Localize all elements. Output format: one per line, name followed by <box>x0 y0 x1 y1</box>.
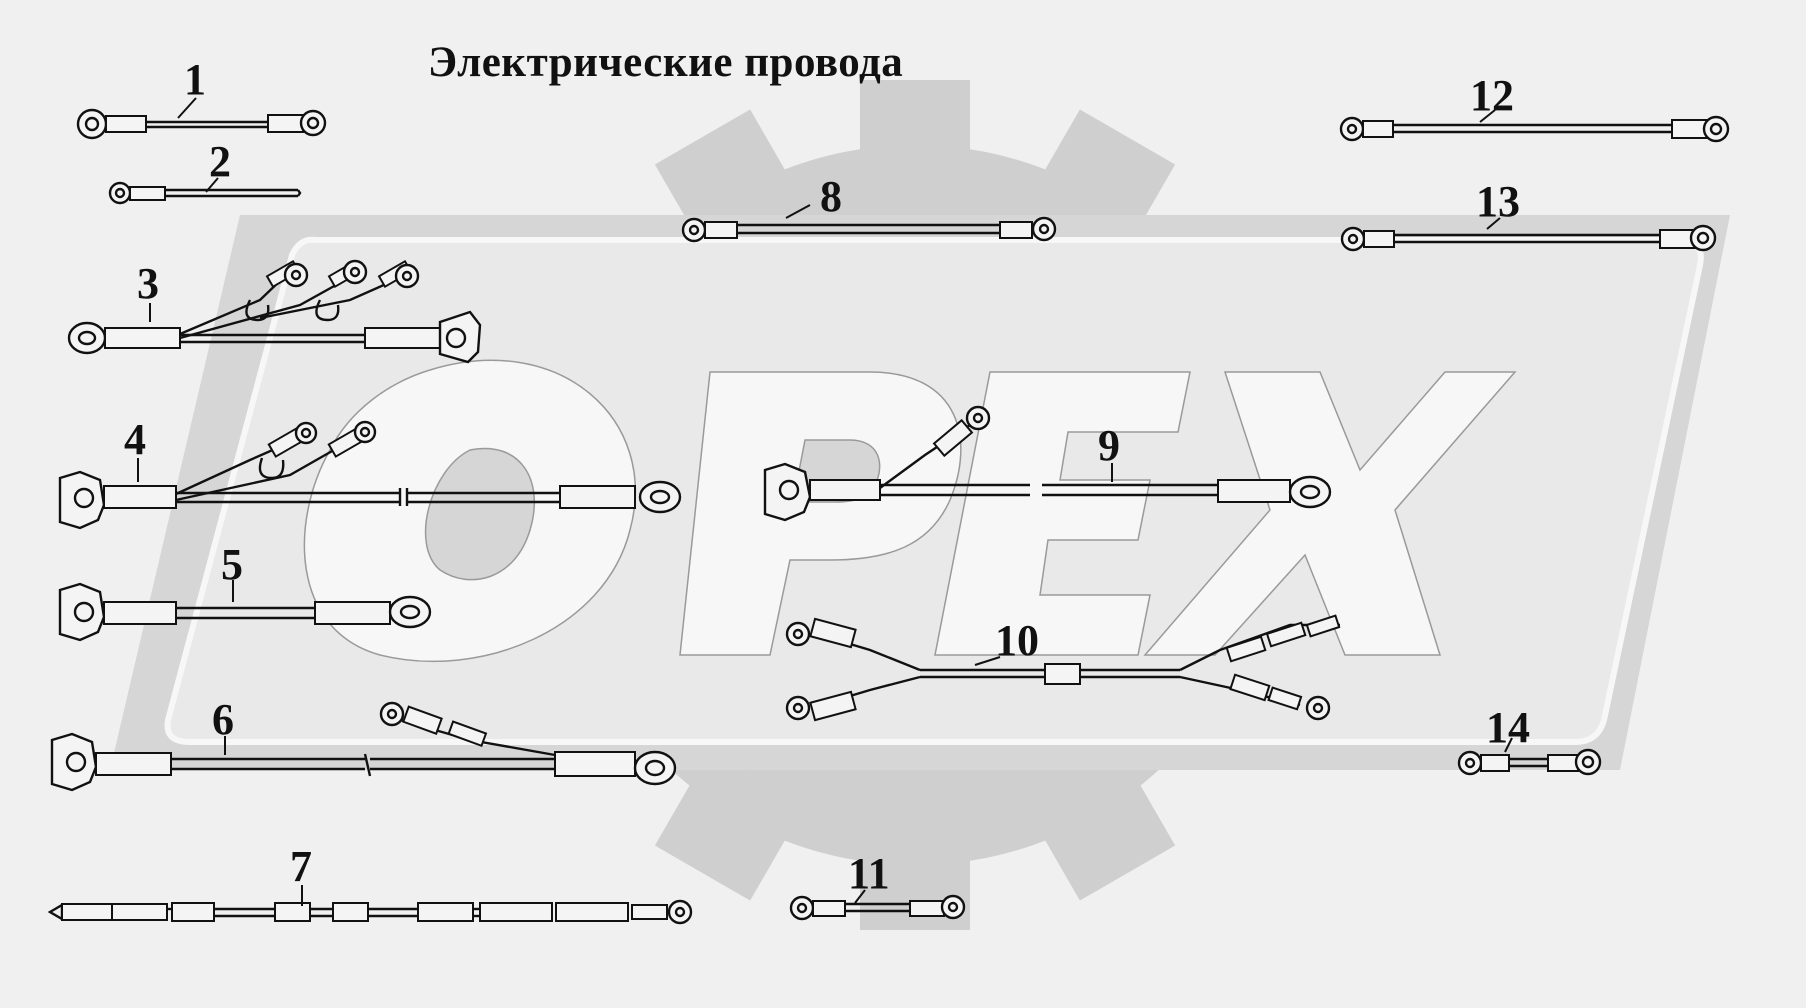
wire-9 <box>763 405 1332 522</box>
wire-11 <box>789 894 966 921</box>
wire-2 <box>108 181 302 205</box>
callout-7: 7 <box>290 842 312 891</box>
callout-10: 10 <box>995 616 1039 665</box>
wire-3 <box>67 259 482 364</box>
wire-7 <box>47 899 693 925</box>
wire-4 <box>58 420 682 530</box>
wire-14 <box>1457 748 1602 776</box>
callout-11: 11 <box>848 849 890 898</box>
wire-8 <box>681 216 1057 243</box>
callout-8: 8 <box>820 172 842 221</box>
callout-4: 4 <box>124 415 146 464</box>
callout-9: 9 <box>1098 421 1120 470</box>
wire-6 <box>50 701 677 792</box>
callout-2: 2 <box>209 137 231 186</box>
callout-1: 1 <box>184 55 206 104</box>
wire-harness-10 <box>785 614 1341 722</box>
callout-12: 12 <box>1470 71 1514 120</box>
callout-leaders <box>137 97 1513 906</box>
callout-3: 3 <box>137 259 159 308</box>
wire-12 <box>1339 115 1730 143</box>
wire-13 <box>1340 224 1717 252</box>
wire-1 <box>76 108 327 140</box>
callout-5: 5 <box>221 540 243 589</box>
page-title: Электрические провода <box>428 39 904 86</box>
opex-watermark <box>110 80 1730 930</box>
callout-14: 14 <box>1486 703 1530 752</box>
wire-5 <box>58 582 432 642</box>
callout-6: 6 <box>212 695 234 744</box>
callout-13: 13 <box>1476 177 1520 226</box>
